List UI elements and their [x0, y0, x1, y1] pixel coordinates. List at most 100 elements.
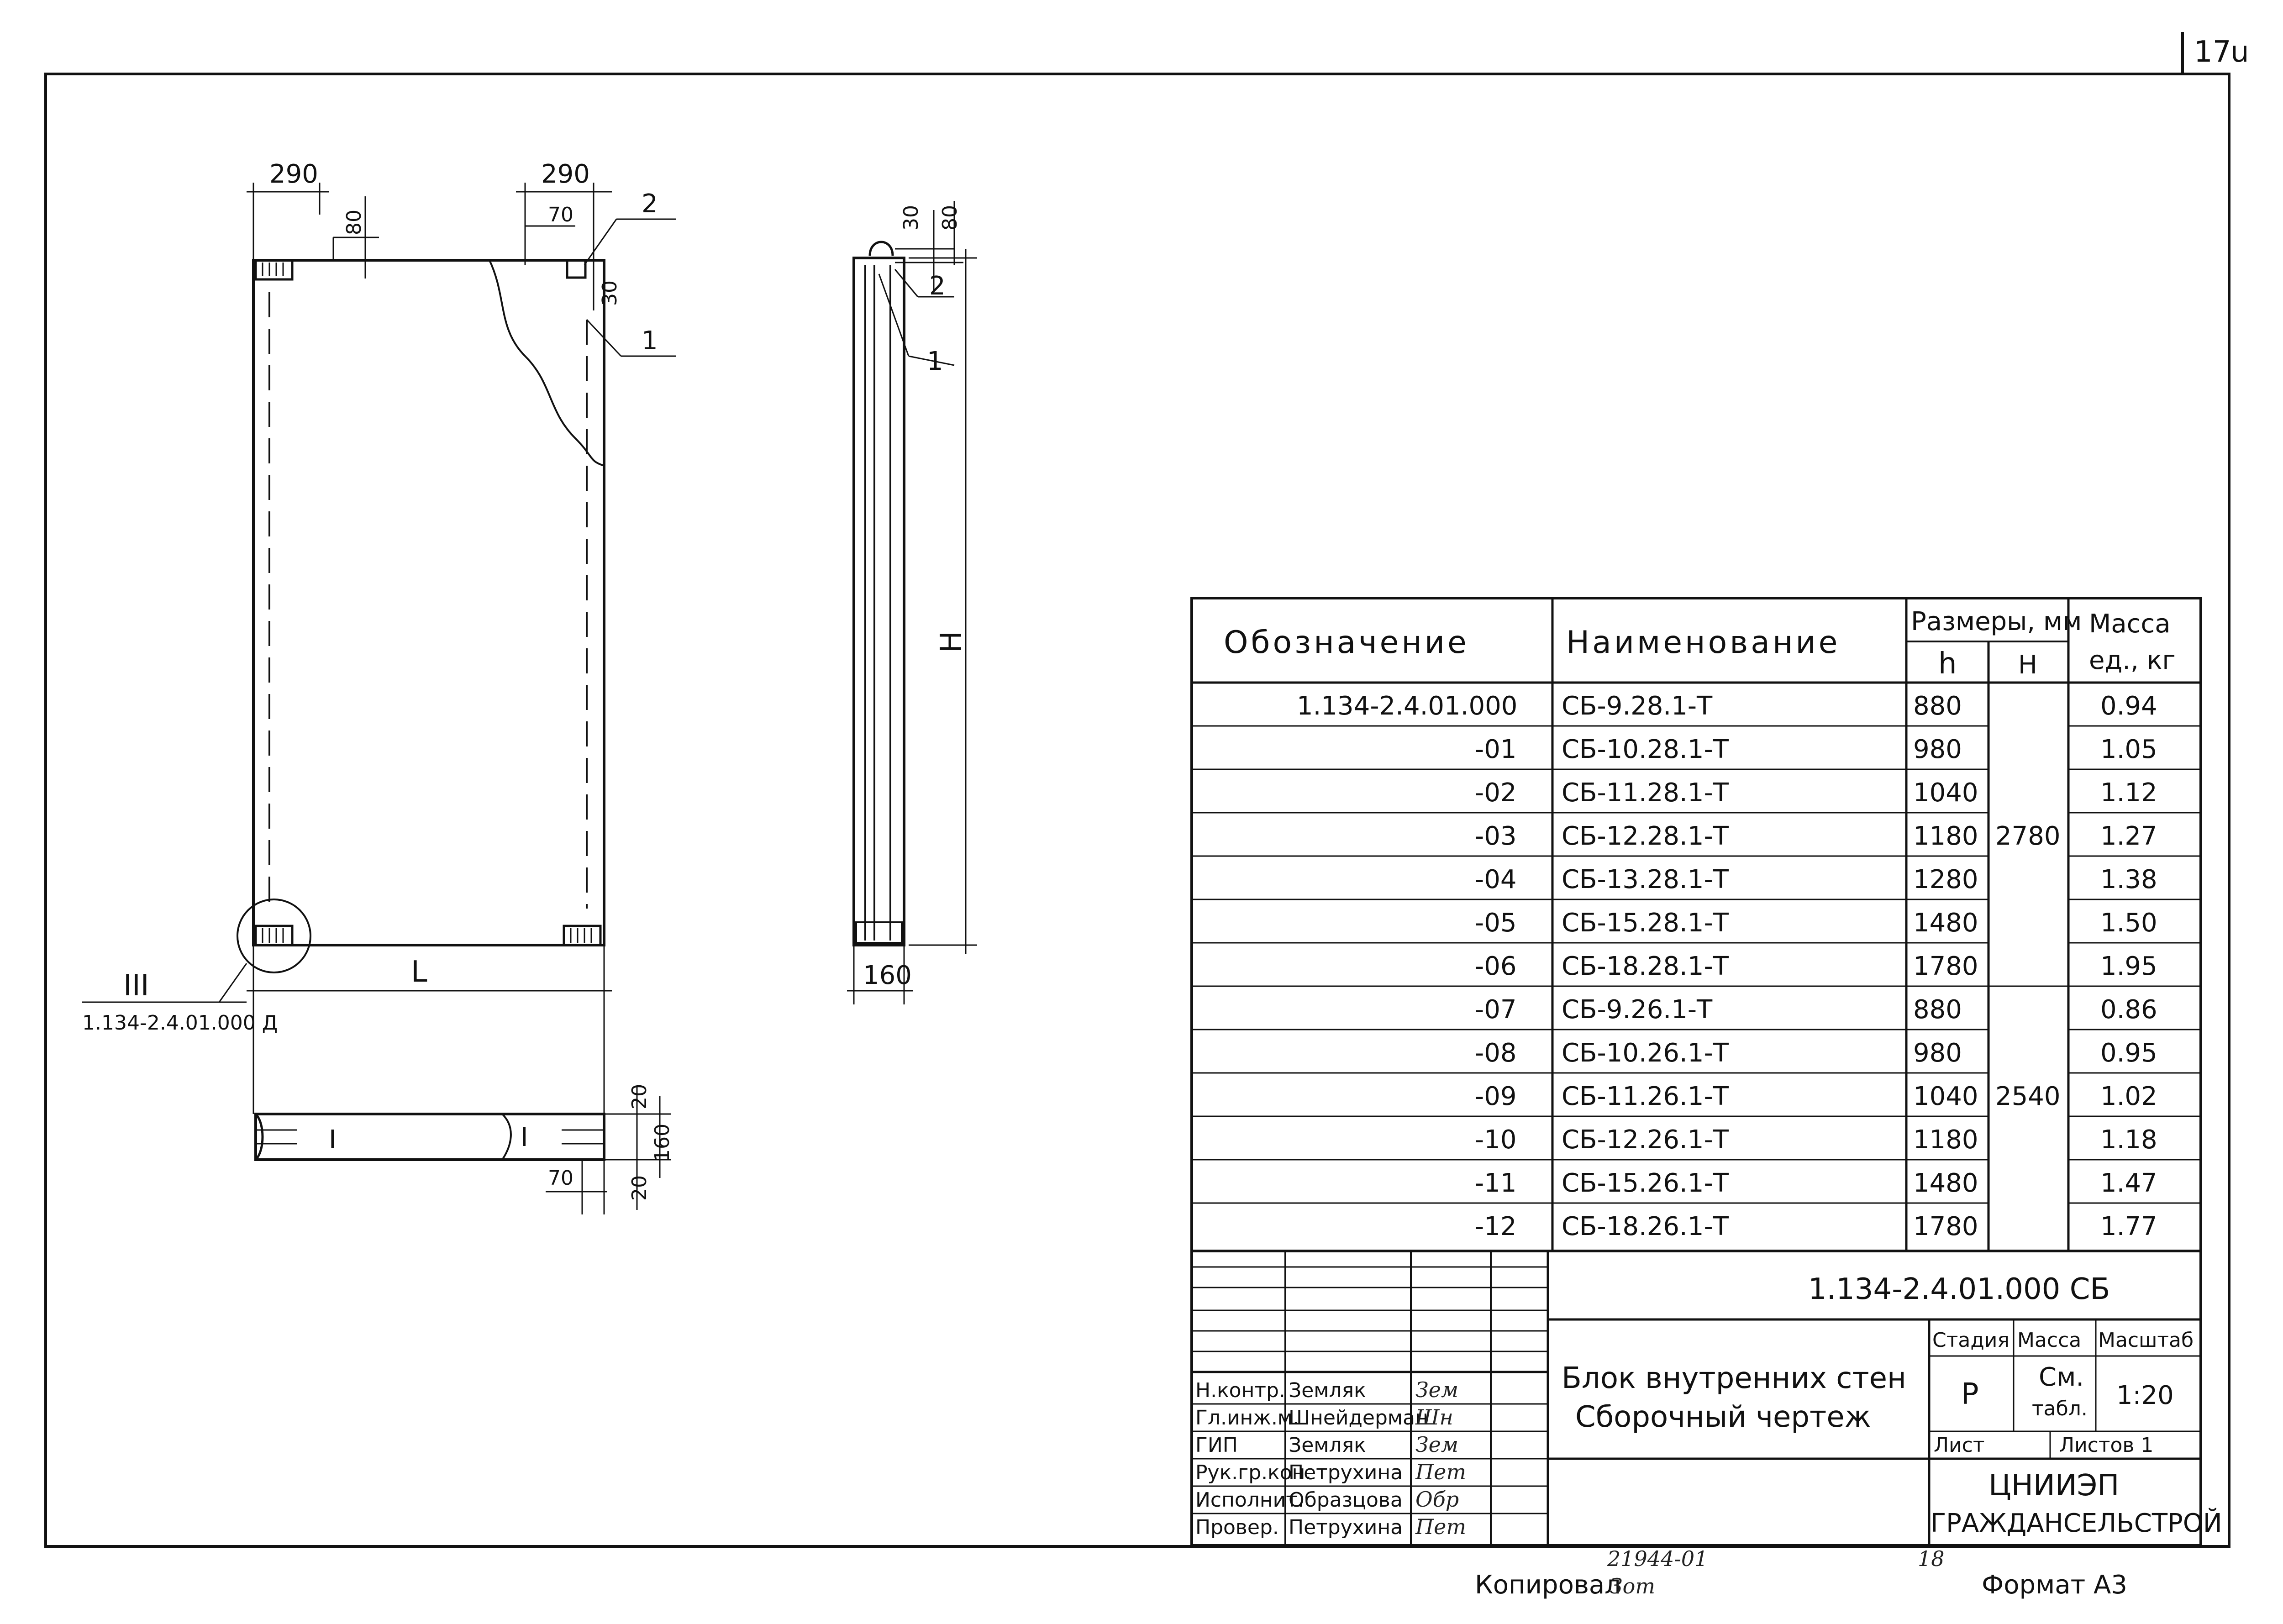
loop-bottom-right [563, 925, 602, 946]
corner-number: 17 [2194, 35, 2231, 69]
row-name: СБ-11.26.1-Т [1562, 1082, 1729, 1111]
sig-name: Образцова [1289, 1488, 1403, 1512]
row-designation: -08 [1475, 1038, 1516, 1068]
side-callout-2: 2 [929, 271, 946, 301]
mass-value-2: табл. [2032, 1397, 2088, 1420]
side-callout-1: 1 [927, 347, 943, 376]
dim-bottom-20-bottom: 20 [628, 1175, 651, 1201]
row-mass: 1.95 [2100, 951, 2157, 981]
sig-handwritten: Зем [1415, 1432, 1458, 1457]
corner-letter: u [2230, 35, 2249, 69]
doc-code: 1.134-2.4.01.000 СБ [1808, 1272, 2110, 1306]
loop-top-right [566, 259, 587, 279]
mass-label: Масса [2017, 1329, 2081, 1352]
dim-bottom-70: 70 [548, 1167, 573, 1190]
sig-role: Н.контр. [1195, 1379, 1285, 1402]
row-h: 1180 [1913, 821, 1978, 851]
copied-label: Копировал [1475, 1570, 1621, 1600]
copied-signature: Зот [1610, 1574, 1655, 1598]
row-designation: -12 [1475, 1212, 1516, 1241]
row-designation: -05 [1475, 908, 1516, 938]
row-designation: -03 [1475, 821, 1516, 851]
sig-handwritten: Пет [1415, 1514, 1466, 1539]
row-mass: 1.05 [2100, 735, 2157, 764]
row-name: СБ-11.28.1-Т [1562, 778, 1729, 808]
col-header-name: Наименование [1566, 625, 1840, 661]
break-line [489, 260, 605, 467]
dim-top-30: 30 [598, 280, 621, 306]
side-view: 30 80 2 1 H 160 [847, 201, 977, 1004]
col-header-mass-2: ед., кг [2089, 646, 2176, 675]
dim-bottom-160: 160 [651, 1124, 674, 1162]
side-dim-160: 160 [863, 961, 912, 990]
loop-bottom-left [254, 925, 294, 946]
stage-value: Р [1961, 1377, 1979, 1411]
footer: Копировал Зот 21944-01 18 Формат А3 [1475, 1546, 2127, 1600]
side-loop [868, 241, 894, 256]
row-mass: 1.27 [2100, 821, 2157, 851]
row-mass: 1.02 [2100, 1082, 2157, 1111]
dim-top-left-290: 290 [269, 159, 318, 189]
row-name: СБ-13.28.1-Т [1562, 865, 1729, 894]
row-mass: 1.18 [2100, 1125, 2157, 1155]
section-mark-left: I [329, 1125, 337, 1155]
row-h: 1780 [1913, 951, 1978, 981]
row-mass: 1.47 [2100, 1168, 2157, 1198]
row-name: СБ-18.28.1-Т [1562, 951, 1729, 981]
row-name: СБ-10.26.1-Т [1562, 1038, 1729, 1068]
sheets-label: Листов 1 [2059, 1434, 2153, 1457]
row-mass: 0.94 [2100, 691, 2157, 721]
row-h: 1280 [1913, 865, 1978, 894]
row-name: СБ-9.26.1-Т [1562, 995, 1713, 1025]
row-name: СБ-9.28.1-Т [1562, 691, 1713, 721]
front-view: 290 80 290 70 30 2 1 III 1.134-2.4.01.00… [82, 159, 676, 1214]
spec-table: Обозначение Наименование Размеры, мм h H… [1190, 597, 2202, 1252]
sig-role: Провер. [1195, 1516, 1279, 1539]
row-mass: 1.77 [2100, 1212, 2157, 1241]
row-designation: -01 [1475, 735, 1516, 764]
dim-top-70: 70 [548, 203, 573, 226]
col-header-mass-1: Масса [2089, 609, 2171, 639]
row-name: СБ-12.28.1-Т [1562, 821, 1729, 851]
col-header-sizes: Размеры, мм [1911, 607, 2082, 636]
sheet-frame [44, 73, 2230, 1548]
row-designation: -11 [1475, 1168, 1516, 1198]
org-name-2: ГРАЖДАНСЕЛЬСТРОЙ [1931, 1508, 2222, 1538]
H-group-2780: 2780 [1995, 821, 2061, 851]
dim-bottom-20-top: 20 [628, 1084, 651, 1109]
row-h: 1480 [1913, 908, 1978, 938]
row-designation: -10 [1475, 1125, 1516, 1155]
sig-role: ГИП [1195, 1434, 1238, 1457]
H-group-2540: 2540 [1995, 1082, 2061, 1111]
side-dim-30: 30 [900, 205, 923, 231]
sig-handwritten: Зем [1415, 1377, 1458, 1402]
dim-L: L [411, 955, 427, 989]
sheet-label: Лист [1934, 1434, 1985, 1457]
sig-name: Земляк [1289, 1434, 1366, 1457]
sig-role: Рук.гр.кон. [1195, 1461, 1311, 1484]
title-line-2: Сборочный чертеж [1575, 1400, 1871, 1434]
row-h: 1780 [1913, 1212, 1978, 1241]
col-header-H: H [2018, 650, 2037, 680]
sig-name: Петрухина [1289, 1516, 1403, 1539]
scale-label: Масштаб [2098, 1329, 2194, 1352]
stage-label: Стадия [1932, 1329, 2009, 1352]
section-mark-right: I [521, 1123, 528, 1152]
dim-top-80: 80 [342, 210, 366, 235]
detail-mark: III [123, 969, 149, 1003]
detail-reference: 1.134-2.4.01.000 Д [82, 1011, 278, 1035]
callout-2: 2 [642, 189, 658, 219]
side-dim-H: H [935, 631, 968, 653]
title-line-1: Блок внутренних стен [1562, 1361, 1906, 1395]
title-block-border [1190, 1250, 2202, 1547]
row-designation: -07 [1475, 995, 1516, 1025]
row-h: 1040 [1913, 1082, 1978, 1111]
row-mass: 1.38 [2100, 865, 2157, 894]
row-name: СБ-15.26.1-Т [1562, 1168, 1729, 1198]
col-header-designation: Обозначение [1224, 625, 1469, 661]
org-name-1: ЦНИИЭП [1988, 1469, 2119, 1503]
title-block: Н.контр. Земляк Зем Гл.инж.м. Шнейдерман… [1190, 1250, 2222, 1547]
format-label: Формат А3 [1982, 1570, 2127, 1600]
sig-role: Гл.инж.м. [1195, 1406, 1299, 1430]
